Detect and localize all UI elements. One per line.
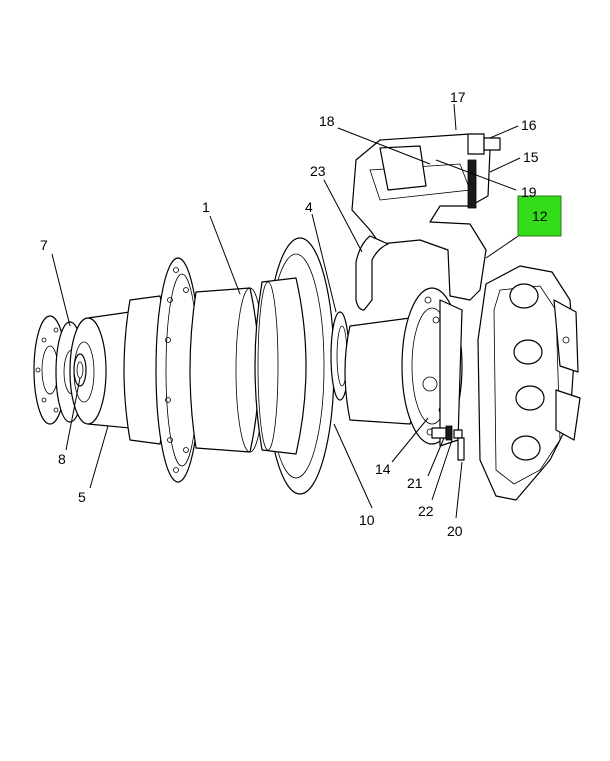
callout-12[interactable]: 12: [532, 208, 548, 224]
callout-20[interactable]: 20: [447, 523, 463, 539]
callout-21[interactable]: 21: [407, 475, 423, 491]
callout-7[interactable]: 7: [40, 237, 48, 253]
callout-1[interactable]: 1: [202, 199, 210, 215]
callout-10[interactable]: 10: [359, 512, 375, 528]
part-10-rotor: [254, 237, 335, 495]
callout-15[interactable]: 15: [523, 149, 539, 165]
part-8-seal: [73, 353, 87, 387]
highlight-box: [517, 195, 562, 237]
callout-23[interactable]: 23: [310, 163, 326, 179]
callout-22[interactable]: 22: [418, 503, 434, 519]
callout-19[interactable]: 19: [521, 184, 537, 200]
callout-5[interactable]: 5: [78, 489, 86, 505]
parts-20-21-22-fasteners: [431, 425, 465, 461]
callout-14[interactable]: 14: [375, 461, 391, 477]
part-1-hub: [155, 257, 265, 483]
callout-18[interactable]: 18: [319, 113, 335, 129]
caliper-bracket: [351, 133, 501, 311]
callout-4[interactable]: 4: [305, 199, 313, 215]
caliper-body: [477, 265, 581, 501]
callout-labels: 1 4 7 8 5 10 14 23 18 17 16 15 19 12 21 …: [40, 89, 548, 539]
callout-16[interactable]: 16: [521, 117, 537, 133]
callout-8[interactable]: 8: [58, 451, 66, 467]
part-14-spindle-assembly: [344, 287, 463, 447]
callout-17[interactable]: 17: [450, 89, 466, 105]
